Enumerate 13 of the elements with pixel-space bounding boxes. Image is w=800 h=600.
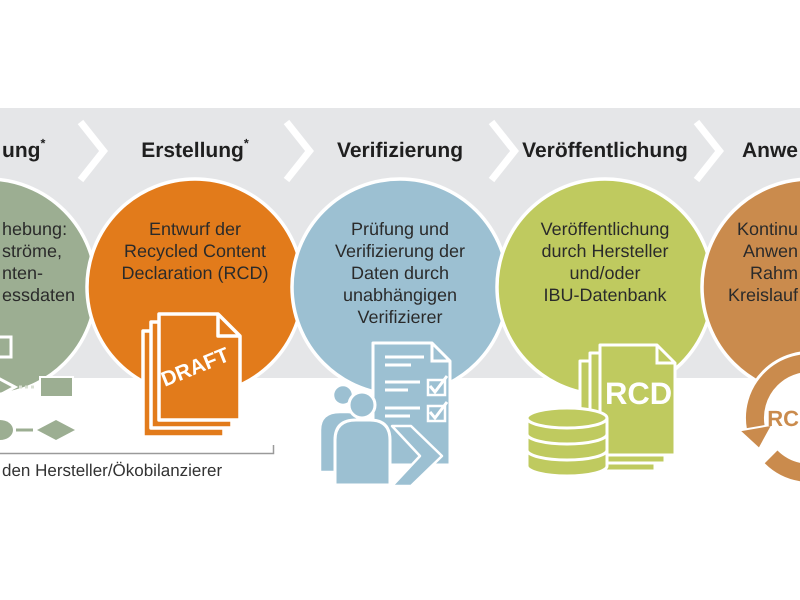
step-heading: ung$^{*}$ [2, 138, 46, 164]
step-description: Prüfung und Verifizierung der Daten durch unabhängigen Verifizierer [334, 218, 466, 328]
icon-label: RC [767, 406, 799, 432]
step-heading: Veröffentlichung [522, 138, 688, 164]
step-description: Veröffentlichung durch Hersteller und/oder IBU-Datenbank [540, 218, 670, 306]
step-heading: Anwe [742, 138, 798, 164]
document-label: RCD [605, 376, 672, 412]
step-heading: Verifizierung [336, 138, 464, 164]
step-description: Entwurf der Recycled Content Declaration (RCD) [120, 218, 270, 284]
bracket-caption: den Hersteller/Ökobilanzierer [2, 461, 222, 481]
step-description: Kontinu Anwen Rahm Kreislauf [726, 218, 798, 306]
step-description: hebung: ströme, nten- essdaten [2, 218, 76, 306]
step-heading: Erstellung$^{*}$ [141, 138, 249, 164]
